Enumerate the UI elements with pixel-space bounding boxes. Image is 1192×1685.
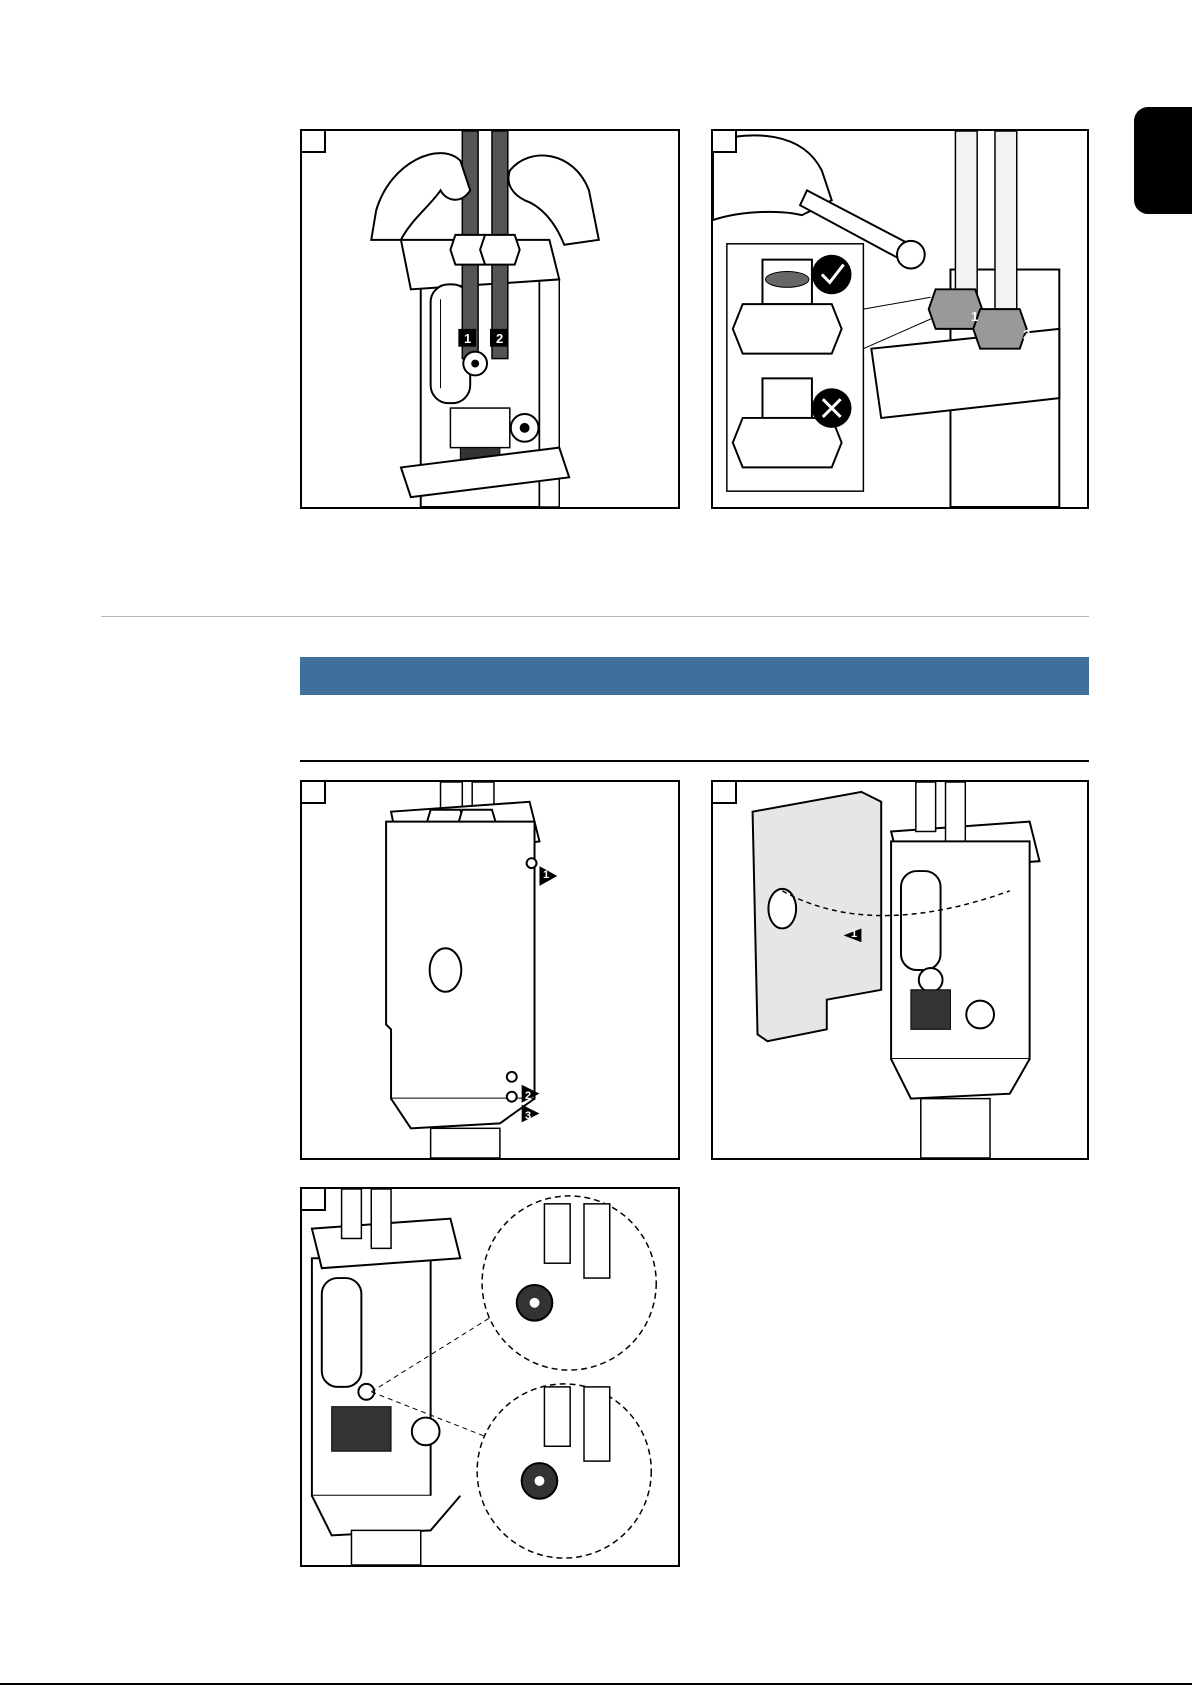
step-number-box <box>302 1189 326 1211</box>
step-figure-2: 1 2 <box>711 129 1089 509</box>
section-heading <box>300 657 1089 695</box>
arrow-label-1: 1 <box>971 309 978 324</box>
step-figure-5 <box>300 1187 680 1567</box>
step-number-box <box>713 131 737 153</box>
illustration-tighten-nuts <box>713 131 1087 507</box>
illustration-remove-cover-screws <box>302 782 678 1158</box>
step-figure-4: 1 <box>711 780 1089 1160</box>
language-tab <box>1134 107 1192 214</box>
step-number-box <box>713 782 737 804</box>
heading-underline <box>300 760 1089 762</box>
illustration-open-cover <box>713 782 1087 1158</box>
step-figure-1: 1 2 <box>300 129 680 509</box>
arrow-label-1: 1 <box>851 928 857 940</box>
illustration-insert-tubes <box>302 131 678 507</box>
illustration-pressure-lever-detail <box>302 1189 678 1565</box>
section-divider <box>101 616 1089 617</box>
step-figure-3: 1 2 3 <box>300 780 680 1160</box>
arrow-label-2: 2 <box>525 1090 531 1102</box>
arrow-label-3: 3 <box>525 1110 531 1122</box>
step-number-box <box>302 131 326 153</box>
arrow-label-1: 1 <box>543 869 549 881</box>
arrow-label-2: 2 <box>496 331 503 346</box>
step-number-box <box>302 782 326 804</box>
arrow-label-2: 2 <box>1023 327 1030 342</box>
arrow-label-1: 1 <box>464 331 471 346</box>
